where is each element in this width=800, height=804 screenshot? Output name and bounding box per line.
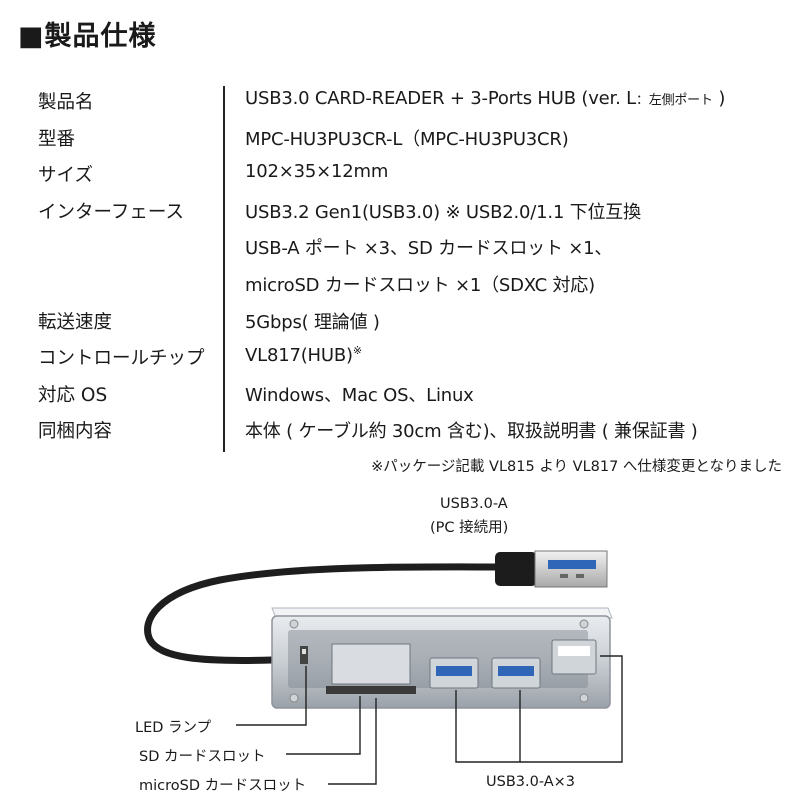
- spec-value: USB-A ポート ×3、SD カードスロット ×1、: [245, 238, 613, 260]
- spec-row-transfer-speed: 転送速度 5Gbps( 理論値 ): [0, 302, 800, 339]
- usb-connector-sublabel: (PC 接続用): [430, 520, 509, 536]
- column-divider: [223, 86, 225, 452]
- spec-row-interface: インターフェース USB3.2 Gen1(USB3.0) ※ USB2.0/1.…: [0, 192, 800, 229]
- spec-value: Windows、Mac OS、Linux: [245, 384, 474, 406]
- product-diagram: USB3.0-A (PC 接続用) LED ランプ SD カードスロット mic…: [0, 480, 800, 800]
- spec-label: 対応 OS: [38, 384, 108, 406]
- spec-row-model: 型番 MPC-HU3PU3CR-L（MPC-HU3PU3CR): [0, 119, 800, 156]
- usb-a-plug: [495, 550, 608, 588]
- spec-row-package-contents: 同梱内容 本体 ( ケーブル約 30cm 含む)、取扱説明書 ( 兼保証書 ): [0, 411, 800, 448]
- spec-value: microSD カードスロット ×1（SDXC 対応): [245, 274, 595, 296]
- spec-value: VL817(HUB)※: [245, 344, 362, 367]
- spec-row-interface-microsd: microSD カードスロット ×1（SDXC 対応): [0, 265, 800, 302]
- spec-label: 型番: [38, 128, 76, 150]
- spec-value: USB3.2 Gen1(USB3.0) ※ USB2.0/1.1 下位互換: [245, 201, 641, 223]
- sd-slot-label: SD カードスロット: [139, 749, 266, 765]
- spec-row-interface-ports: USB-A ポート ×3、SD カードスロット ×1、: [0, 228, 800, 265]
- spec-value: MPC-HU3PU3CR-L（MPC-HU3PU3CR): [245, 128, 569, 150]
- spec-value-note: ：左側ポート: [635, 93, 713, 108]
- footnote: ※パッケージ記載 VL815 より VL817 へ仕様変更となりました: [371, 459, 782, 475]
- usb-cable: [144, 563, 509, 664]
- page-title: ■製品仕様: [18, 21, 157, 52]
- spec-label: インターフェース: [38, 201, 184, 223]
- spec-value: 本体 ( ケーブル約 30cm 含む)、取扱説明書 ( 兼保証書 ): [245, 421, 698, 443]
- spec-label: サイズ: [38, 165, 93, 187]
- hub-body: [271, 607, 613, 709]
- spec-label: 製品名: [38, 92, 94, 113]
- spec-label: 同梱内容: [38, 421, 113, 443]
- usb-connector-label: USB3.0-A: [440, 496, 508, 512]
- spec-value: 5Gbps( 理論値 ): [245, 311, 380, 333]
- spec-row-size: サイズ 102×35×12mm: [0, 155, 800, 192]
- spec-value-footnote-mark: ※: [352, 344, 362, 358]
- usb-ports-label: USB3.0-A×3: [486, 774, 576, 790]
- product-illustration: [144, 550, 623, 785]
- spec-label: 転送速度: [38, 311, 113, 333]
- spec-row-product-name: 製品名 USB3.0 CARD-READER + 3-Ports HUB (ve…: [0, 82, 800, 119]
- spec-value: USB3.0 CARD-READER + 3-Ports HUB (ver. L…: [245, 88, 726, 109]
- spec-row-controller-chip: コントロールチップ VL817(HUB)※: [0, 338, 800, 375]
- microsd-slot-label: microSD カードスロット: [139, 778, 307, 794]
- spec-label: コントロールチップ: [38, 348, 205, 370]
- spec-table: 製品名 USB3.0 CARD-READER + 3-Ports HUB (ve…: [0, 82, 800, 448]
- spec-value: 102×35×12mm: [245, 161, 389, 183]
- callout-lines: [236, 655, 623, 785]
- spec-row-supported-os: 対応 OS Windows、Mac OS、Linux: [0, 375, 800, 412]
- led-lamp-label: LED ランプ: [135, 720, 212, 736]
